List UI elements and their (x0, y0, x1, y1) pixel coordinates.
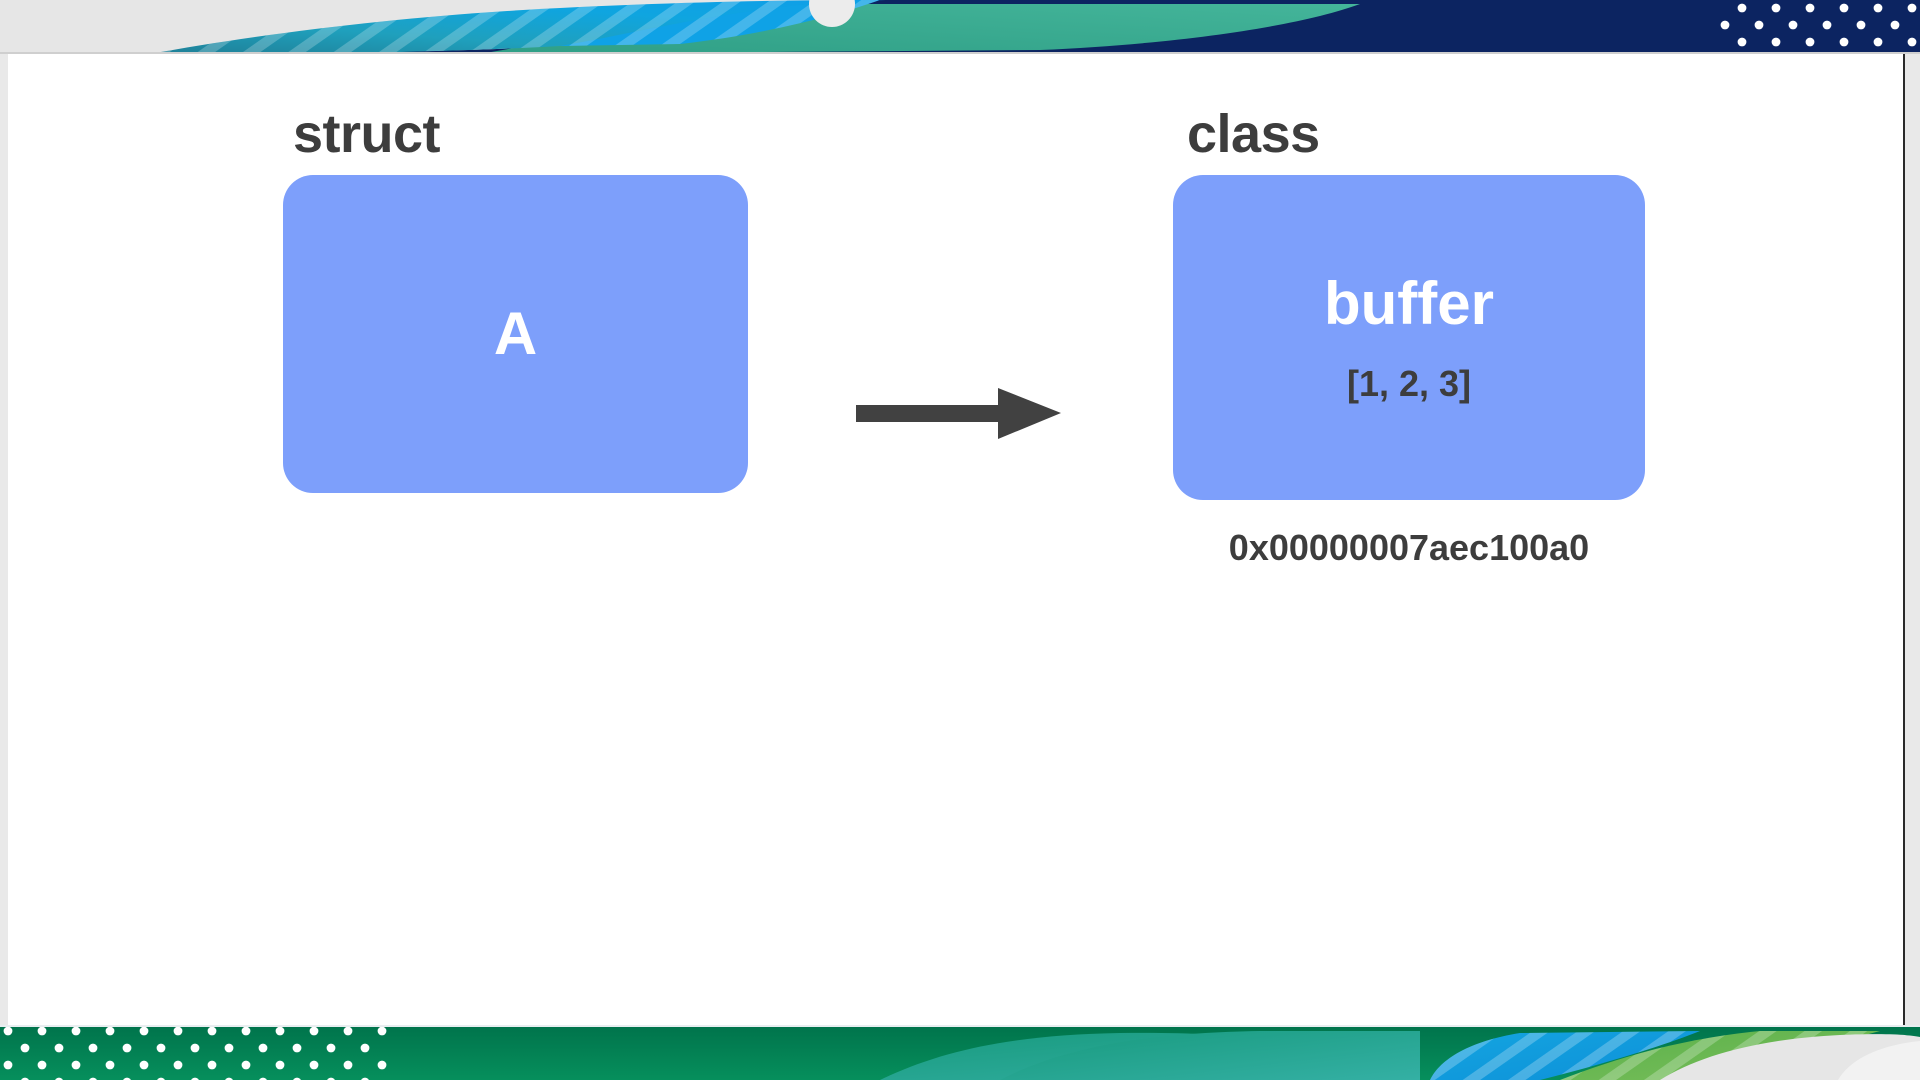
struct-value-title: A (493, 300, 538, 367)
top-decorative-band (0, 0, 1920, 54)
class-instance-contents: [1, 2, 3] (1346, 362, 1472, 404)
class-node-group: class buffer [1, 2, 3] 0x00000007aec100a… (1173, 107, 1648, 566)
class-instance-memory-address: 0x00000007aec100a0 (1228, 527, 1590, 568)
diagram-content: struct A class buffer [1, 2, 3] 0x000000… (8, 52, 1905, 1026)
decor-circle (809, 0, 855, 27)
reference-arrow-icon (856, 382, 1061, 444)
struct-node-group: struct A (283, 107, 753, 493)
struct-caption-label: struct (293, 104, 441, 164)
struct-value-box[interactable]: A (283, 175, 748, 493)
class-caption-label: class (1187, 104, 1320, 164)
class-instance-box[interactable]: buffer [1, 2, 3] (1173, 175, 1645, 500)
bottom-decorative-band (0, 1025, 1920, 1080)
class-instance-title: buffer (1324, 269, 1494, 337)
